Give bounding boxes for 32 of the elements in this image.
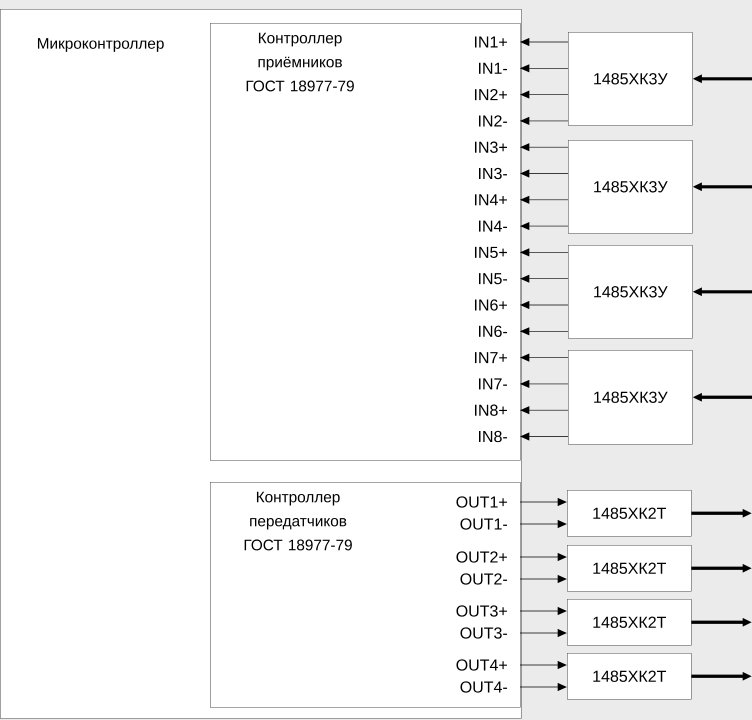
pin-label: IN7+	[474, 352, 507, 364]
pin-label: IN2+	[474, 89, 507, 100]
chip-box: 1485ХК2Т	[567, 653, 692, 700]
pin-label: OUT3+	[456, 605, 507, 617]
pin-label: IN1-	[479, 62, 508, 74]
pin-label: IN3+	[474, 142, 507, 153]
pin-label: OUT3-	[460, 627, 508, 639]
chip-box: 1485ХК2Т	[567, 490, 692, 537]
pin-label: OUT1-	[460, 518, 508, 530]
pin-label: IN5-	[479, 273, 508, 284]
pin-label: IN4+	[474, 194, 507, 206]
chip-box: 1485ХК3У	[568, 32, 693, 126]
chip-box: 1485ХК2Т	[567, 545, 692, 592]
pin-label: IN4-	[479, 220, 508, 232]
chip-box: 1485ХК3У	[568, 245, 693, 339]
pin-label: IN1+	[474, 36, 507, 48]
pin-label: IN7-	[479, 378, 508, 390]
pin-label: IN6-	[479, 326, 508, 337]
chip-box: 1485ХК3У	[568, 350, 693, 445]
pin-label: OUT2-	[460, 573, 508, 585]
pin-label: IN2-	[479, 115, 508, 126]
pin-label: IN6+	[474, 299, 507, 311]
pin-label: OUT1+	[456, 496, 507, 508]
chip-box: 1485ХК3У	[568, 140, 693, 234]
chip-box: 1485ХК2Т	[567, 599, 692, 646]
pin-label: OUT2+	[456, 551, 507, 563]
pin-label: IN8+	[474, 404, 507, 416]
pin-label: IN3-	[479, 168, 508, 180]
pin-label: IN5+	[474, 246, 507, 258]
pin-label: OUT4-	[460, 681, 508, 693]
pin-label: OUT4+	[456, 659, 507, 671]
pin-label: IN8-	[479, 430, 508, 442]
